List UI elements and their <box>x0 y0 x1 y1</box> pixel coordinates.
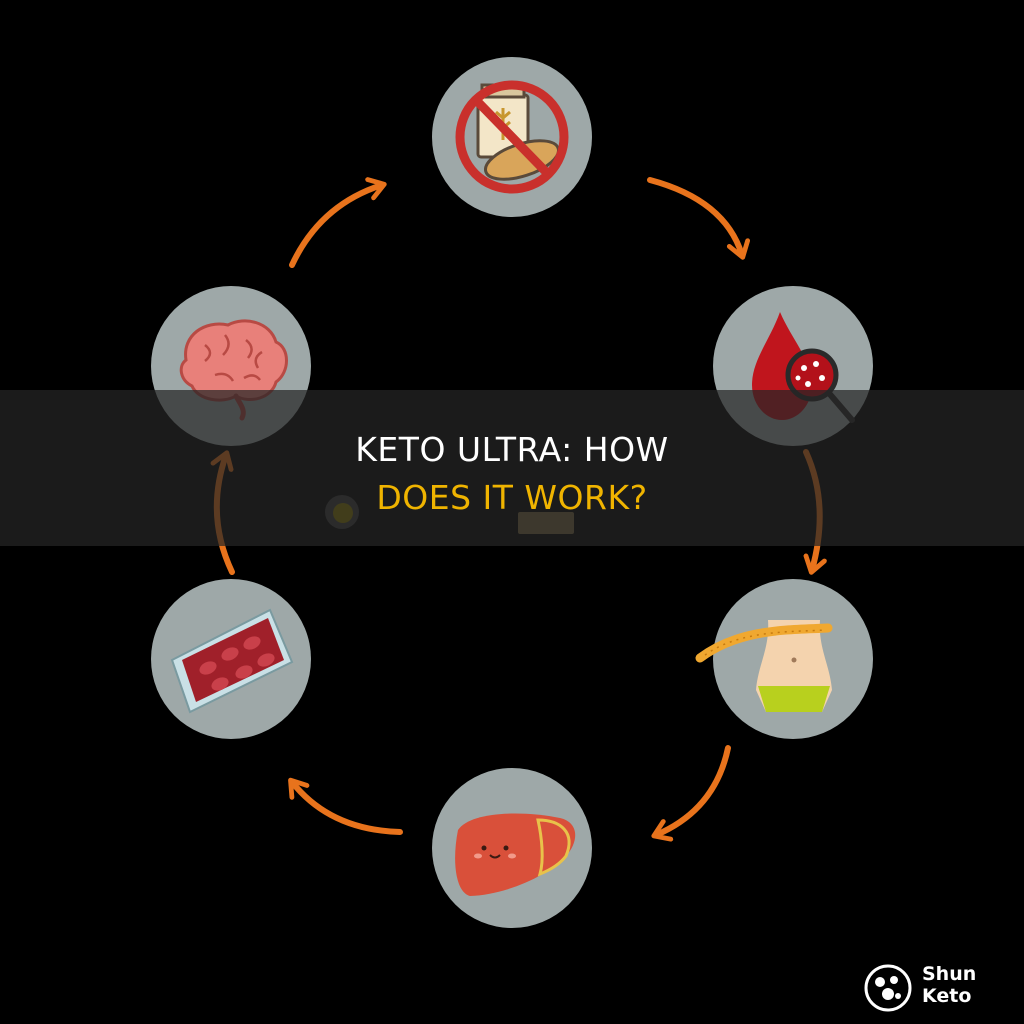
logo-text-1: Shun <box>922 963 977 985</box>
arrow-bottom-right <box>651 745 731 842</box>
step-liver-ketosis <box>432 768 592 928</box>
red-blood-cells-slide-icon <box>170 608 294 714</box>
title-line-2: DOES IT WORK? <box>376 478 648 517</box>
title-band <box>0 390 1024 546</box>
arrow-bottom-left <box>288 777 403 835</box>
arrow-top-left <box>289 177 387 268</box>
logo-icon <box>864 964 912 1012</box>
waist-measuring-tape-icon <box>695 620 833 712</box>
title-line-1: KETO ULTRA: HOW <box>355 430 669 469</box>
step-blood-cells <box>151 579 311 739</box>
step-no-carbs <box>432 57 592 217</box>
step-weight-loss <box>695 579 873 739</box>
shun-keto-logo: Shun Keto <box>862 958 992 1018</box>
arrow-top-right <box>647 177 751 260</box>
no-carbs-bread-icon <box>455 80 569 194</box>
logo-text-2: Keto <box>922 985 972 1007</box>
liver-icon <box>455 813 576 896</box>
